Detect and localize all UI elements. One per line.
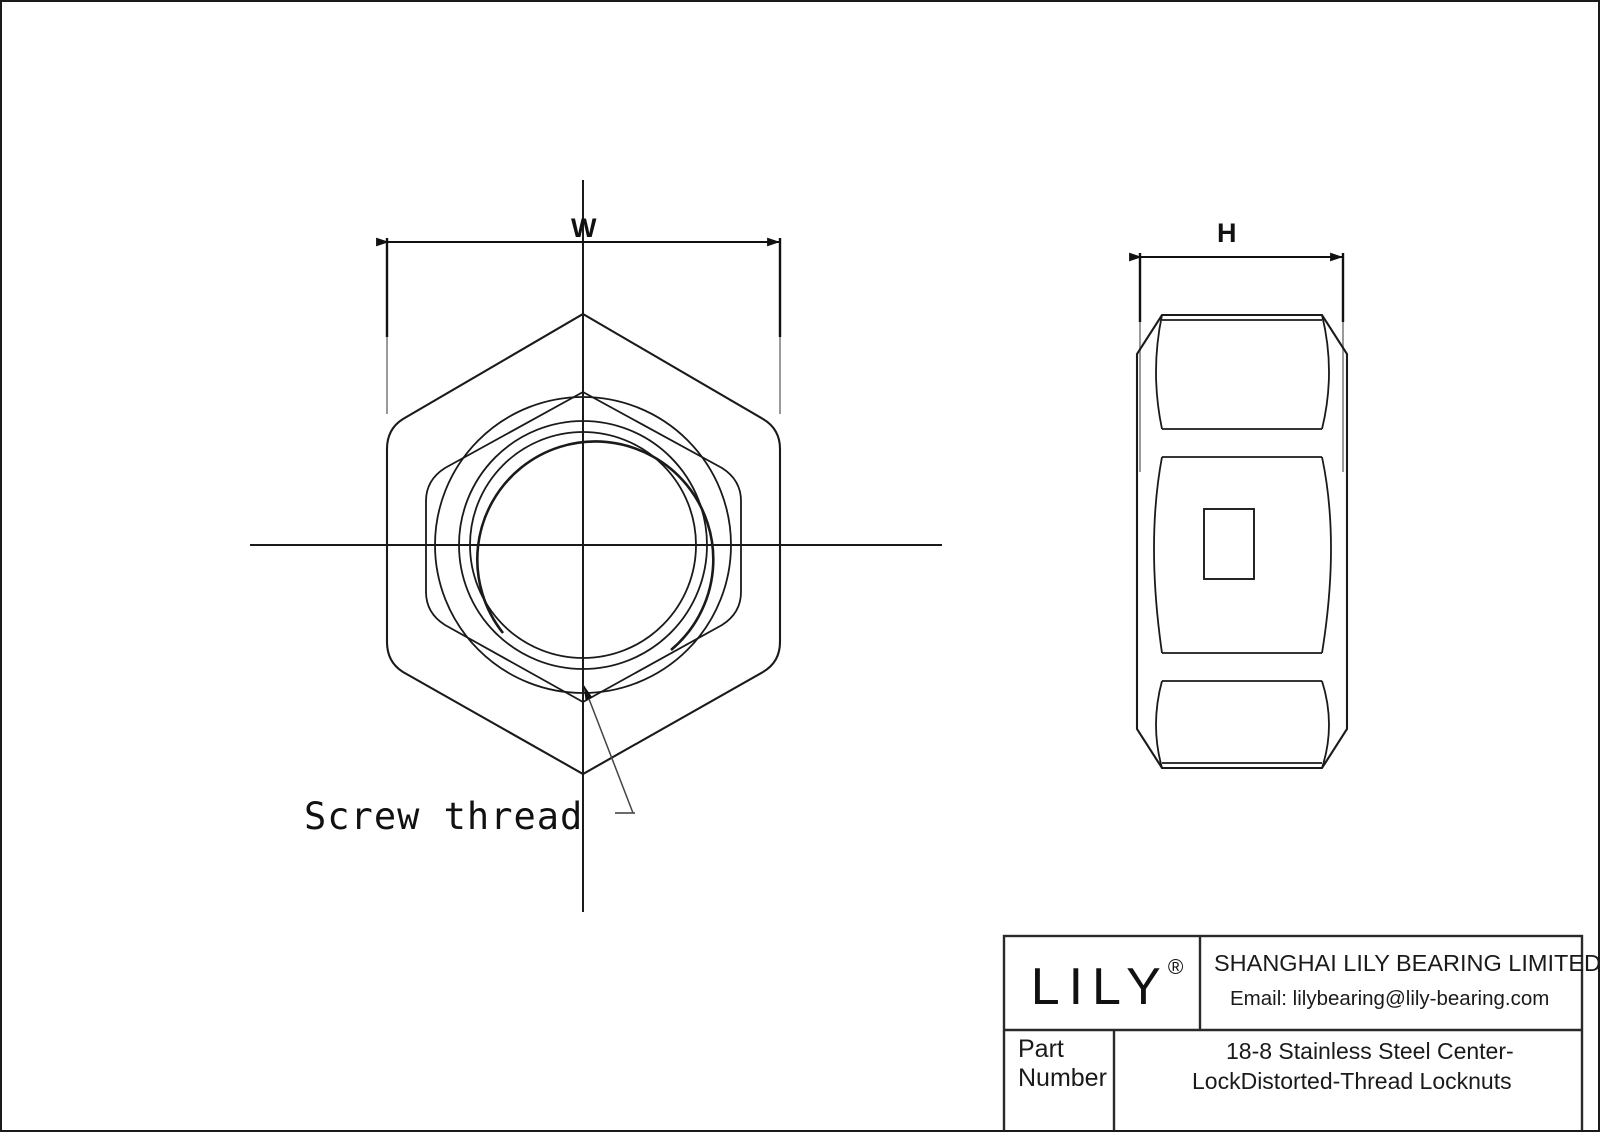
part-description-line1: 18-8 Stainless Steel Center- [1226,1038,1514,1064]
part-description-line2: LockDistorted-Thread Locknuts [1192,1068,1512,1094]
lily-logo-wordmark: LILY [1030,958,1170,1016]
company-name: SHANGHAI LILY BEARING LIMITED [1214,950,1600,976]
chamfer-circle-outer [434,396,732,694]
part-number-label-line1: Part [1018,1035,1064,1063]
thread-major-circle [458,420,708,670]
thread-minor-circle [469,431,697,659]
side-right-curve-lower [1321,680,1330,769]
side-center-rectangle [1203,508,1255,580]
side-left-curve-upper [1155,314,1163,430]
side-left-curve-lower [1155,680,1163,769]
side-left-curve-middle [1153,456,1163,654]
lily-logo: LILY® [1012,944,1198,1030]
screw-thread-leader-diagonal [583,685,634,814]
side-view-group [1129,252,1349,770]
callout-label-screw-thread: Screw thread [304,795,584,838]
title-block-frame [1002,934,1584,1130]
hex-chamfer-outline [425,390,742,704]
part-number-label-line2: Number [1018,1064,1107,1092]
hex-outer-outline [385,312,782,776]
dimension-label-w: W [571,213,597,243]
thread-arc [476,440,715,651]
side-body-outline [1135,313,1349,770]
registered-trademark-icon: ® [1167,955,1184,979]
lily-logo-text: LILY® [1025,957,1186,1016]
dimension-label-h: H [1217,218,1237,248]
side-right-curve-middle [1321,456,1332,654]
title-block-outer-box [1002,934,1584,1130]
front-view-group [250,180,942,912]
company-email: Email: lilybearing@lily-bearing.com [1230,987,1550,1010]
side-right-curve-upper [1321,314,1330,430]
